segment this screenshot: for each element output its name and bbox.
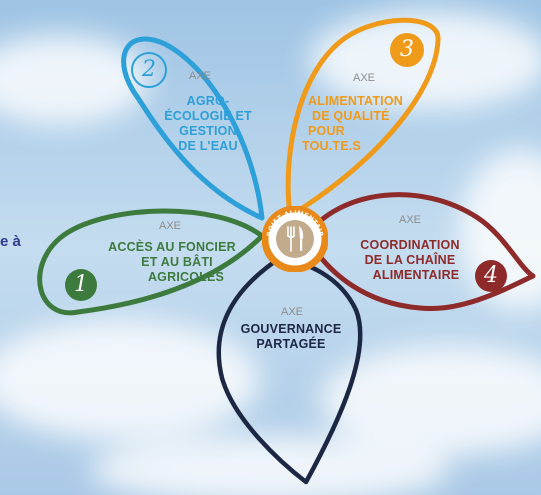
axe2-title-line: DE L'EAU (178, 139, 238, 153)
axe2-number: 2 (142, 57, 156, 82)
fork-icon (287, 226, 295, 252)
axe4-axe-label: AXE (398, 214, 421, 226)
knife-icon (299, 226, 304, 251)
axe1-title-line: ACCÈS AU FONCIER (108, 240, 236, 254)
axe2-title: AGRO- ÉCOLOGIE ET GESTION DE L'EAU (144, 94, 272, 154)
petal-axe5 (216, 255, 363, 485)
axe5-title: GOUVERNANCE PARTAGÉE (220, 322, 362, 352)
petal-axe4 (303, 192, 536, 312)
number-circle-axe3 (390, 33, 424, 67)
axe1-axe-label: AXE (158, 220, 181, 232)
axe2-title-line: AGRO- (186, 94, 230, 108)
axe5-title-line: GOUVERNANCE (240, 322, 342, 336)
axe4-title-line: COORDINATION (360, 238, 460, 252)
number-circle-axe4 (475, 260, 507, 292)
axe4-number: 4 (484, 263, 498, 288)
axe5-axe-label: AXE (280, 306, 303, 318)
left-text-fragment: e à (0, 233, 21, 250)
axe3-title-line: TOU.TE.S (302, 139, 362, 153)
axe2-title-line: GESTION (179, 124, 237, 138)
axe1-number: 1 (74, 272, 88, 297)
axe4-title: COORDINATION DE LA CHAÎNE ALIMENTAIRE (340, 238, 480, 283)
axe3-number: 3 (400, 37, 414, 62)
axe3-title-line: POUR (308, 124, 345, 138)
number-circle-axe1 (65, 269, 97, 301)
number-circle-axe2 (131, 52, 167, 88)
axe3-title: ALIMENTATION DE QUALITÉ POUR TOU.TE.S (296, 94, 436, 154)
projet-alimentaire-seal: PROJET ALIMENTAIRE TERRITORIAL (262, 206, 328, 272)
axe2-axe-label: AXE (188, 70, 211, 82)
axe3-title-line: DE QUALITÉ (312, 109, 390, 123)
petal-axe3 (285, 17, 441, 219)
axe1-title: ACCÈS AU FONCIER ET AU BÂTI AGRICOLES (92, 240, 252, 285)
axe1-title-line: ET AU BÂTI (141, 255, 213, 269)
axe3-axe-label: AXE (352, 72, 375, 84)
axe4-title-line: DE LA CHAÎNE (364, 253, 456, 267)
axe2-title-line: ÉCOLOGIE ET (164, 109, 252, 123)
petal-axe1 (37, 208, 265, 316)
petal-axe2 (121, 36, 265, 221)
axe1-title-line: AGRICOLES (147, 270, 225, 284)
axe3-title-line: ALIMENTATION (308, 94, 403, 108)
axe4-title-line: ALIMENTAIRE (372, 268, 460, 282)
axe5-title-line: PARTAGÉE (256, 337, 326, 351)
